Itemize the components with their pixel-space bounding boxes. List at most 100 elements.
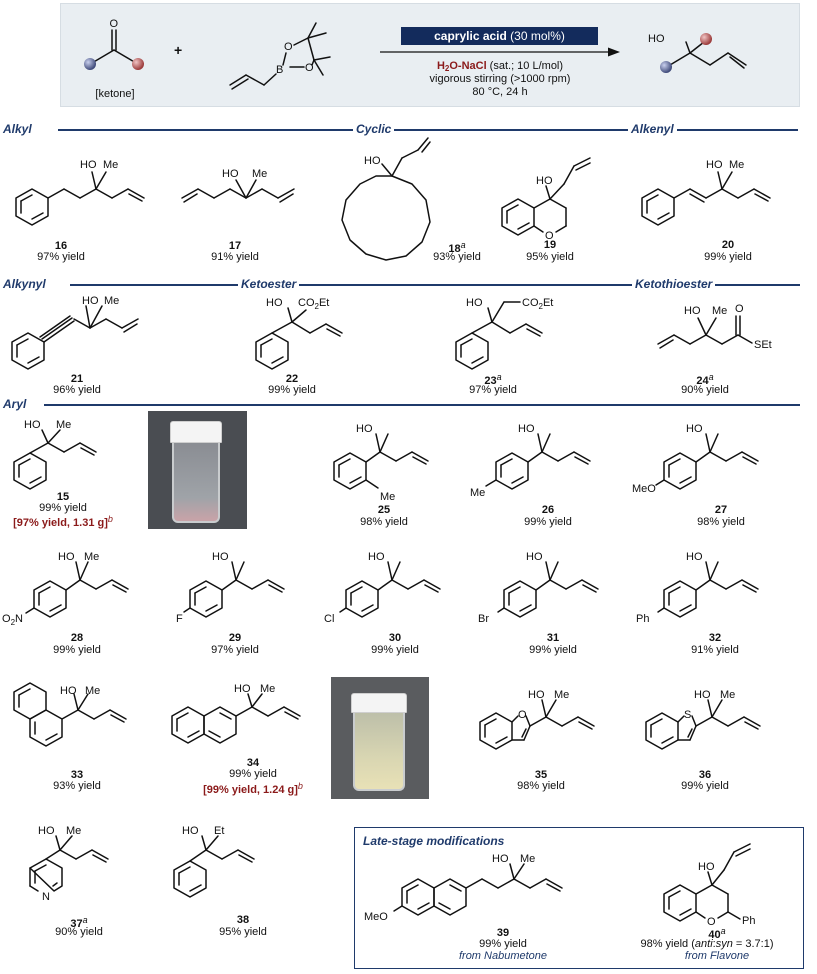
vial-body (353, 713, 405, 791)
compound-number: 22 (285, 373, 299, 385)
compound-yield: 99% yield (268, 384, 316, 396)
plus-sign: + (174, 42, 183, 58)
atom-n: N (42, 891, 50, 903)
late-stage-source: from Nabumetone (458, 950, 548, 962)
atom-ho: HO (684, 305, 701, 317)
compound-yield: 91% yield (211, 251, 259, 263)
atom-ho: HO (686, 551, 703, 563)
compound-yield: 95% yield (526, 251, 574, 263)
compound-number: 15 (56, 491, 70, 503)
vial-cap (170, 421, 222, 443)
ketone-structure: O (84, 18, 144, 70)
atom-ho: HO (706, 159, 723, 171)
compound-number: 32 (708, 632, 722, 644)
compound-number: 39 (496, 927, 510, 939)
section-rule (70, 284, 800, 286)
structure-16: HO Me (15, 159, 145, 226)
compound-yield: 90% yield (55, 926, 103, 938)
structure-26: HO Me (470, 423, 591, 499)
late-stage-source: from Flavone (684, 950, 750, 962)
atom-o: O (284, 41, 293, 53)
compound-number: 34 (246, 757, 260, 769)
atom-ho: HO (648, 33, 665, 45)
atom-me: Me (380, 491, 395, 503)
atom-ho: HO (694, 689, 711, 701)
atom-ho: HO (526, 551, 543, 563)
compound-number: 35 (534, 769, 548, 781)
compound-number: 30 (388, 632, 402, 644)
atom-me: Me (712, 305, 727, 317)
structure-19: HO O (501, 157, 591, 242)
section-alkynyl: Alkynyl (0, 277, 49, 291)
compound-number: 37a (70, 915, 88, 930)
ketone-label: [ketone] (95, 88, 135, 100)
compound-yield: 96% yield (53, 384, 101, 396)
structure-31: HO Br (478, 551, 599, 625)
compound-yield: 95% yield (219, 926, 267, 938)
atom-b: B (276, 64, 283, 76)
section-alkenyl: Alkenyl (628, 122, 677, 136)
atom-ho: HO (234, 683, 251, 695)
compound-yield: 99% yield (53, 644, 101, 656)
structure-28: HO Me O2N (2, 551, 129, 627)
atom-ph: Ph (742, 915, 755, 927)
compound-number: 26 (541, 504, 555, 516)
structure-33: HO Me (13, 682, 127, 747)
atom-me: Me (103, 159, 118, 171)
atom-me: Me (252, 168, 267, 180)
atom-ho: HO (686, 423, 703, 435)
atom-ho: HO (536, 175, 553, 187)
section-ketoester: Ketoester (238, 277, 300, 291)
structure-37: N HO Me (29, 825, 109, 903)
product-vial-photo (331, 677, 429, 799)
product-vial-photo (148, 411, 247, 529)
atom-ho: HO (266, 297, 283, 309)
atom-me: Me (84, 551, 99, 563)
stirring-condition: vigorous stirring (>1000 rpm) (429, 73, 571, 85)
section-alkyl: Alkyl (0, 122, 35, 136)
compound-yield: 93% yield (433, 251, 481, 263)
compound-number: 23a (484, 372, 502, 387)
compound-yield: 99% yield (524, 516, 572, 528)
atom-o: O (305, 62, 314, 74)
atom-me: Me (85, 685, 100, 697)
compound-yield: 98% yield (anti:syn = 3.7:1) (640, 938, 774, 950)
compound-yield: 99% yield (39, 502, 87, 514)
compound-yield: 98% yield (360, 516, 408, 528)
section-rule (44, 404, 800, 406)
structure-18: HO (341, 137, 431, 261)
structure-15: HO Me (13, 419, 97, 490)
atom-ho: HO (212, 551, 229, 563)
compound-yield: 97% yield (211, 644, 259, 656)
atom-f: F (176, 613, 183, 625)
compound-number: 16 (54, 240, 68, 252)
atom-ho: HO (222, 168, 239, 180)
compound-yield: 97% yield (37, 251, 85, 263)
reaction-scheme-panel (60, 3, 800, 107)
compound-number: 25 (377, 504, 391, 516)
section-aryl: Aryl (0, 397, 30, 411)
scaleup-result: [97% yield, 1.31 g]b (13, 514, 113, 529)
compound-number: 28 (70, 632, 84, 644)
atom-o: O (707, 916, 716, 928)
compound-yield: 99% yield (681, 780, 729, 792)
atom-ho: HO (466, 297, 483, 309)
atom-ho: HO (24, 419, 41, 431)
compound-number: 21 (70, 373, 84, 385)
product-general-structure: HO (648, 33, 747, 73)
atom-meo: MeO (632, 483, 656, 495)
structure-22: HO CO2Et (255, 297, 343, 370)
structure-30: HO Cl (324, 551, 441, 625)
structure-29: HO F (176, 551, 285, 625)
atom-co2et: CO2Et (298, 297, 329, 311)
atom-me: Me (520, 853, 535, 865)
atom-ho: HO (364, 155, 381, 167)
atom-o2n: O2N (2, 613, 23, 627)
atom-me: Me (260, 683, 275, 695)
atom-me: Me (720, 689, 735, 701)
compound-yield: 91% yield (691, 644, 739, 656)
atom-ho: HO (356, 423, 373, 435)
section-late-stage: Late-stage modifications (363, 834, 505, 848)
section-rule (58, 129, 798, 131)
compound-number: 18a (448, 240, 466, 255)
